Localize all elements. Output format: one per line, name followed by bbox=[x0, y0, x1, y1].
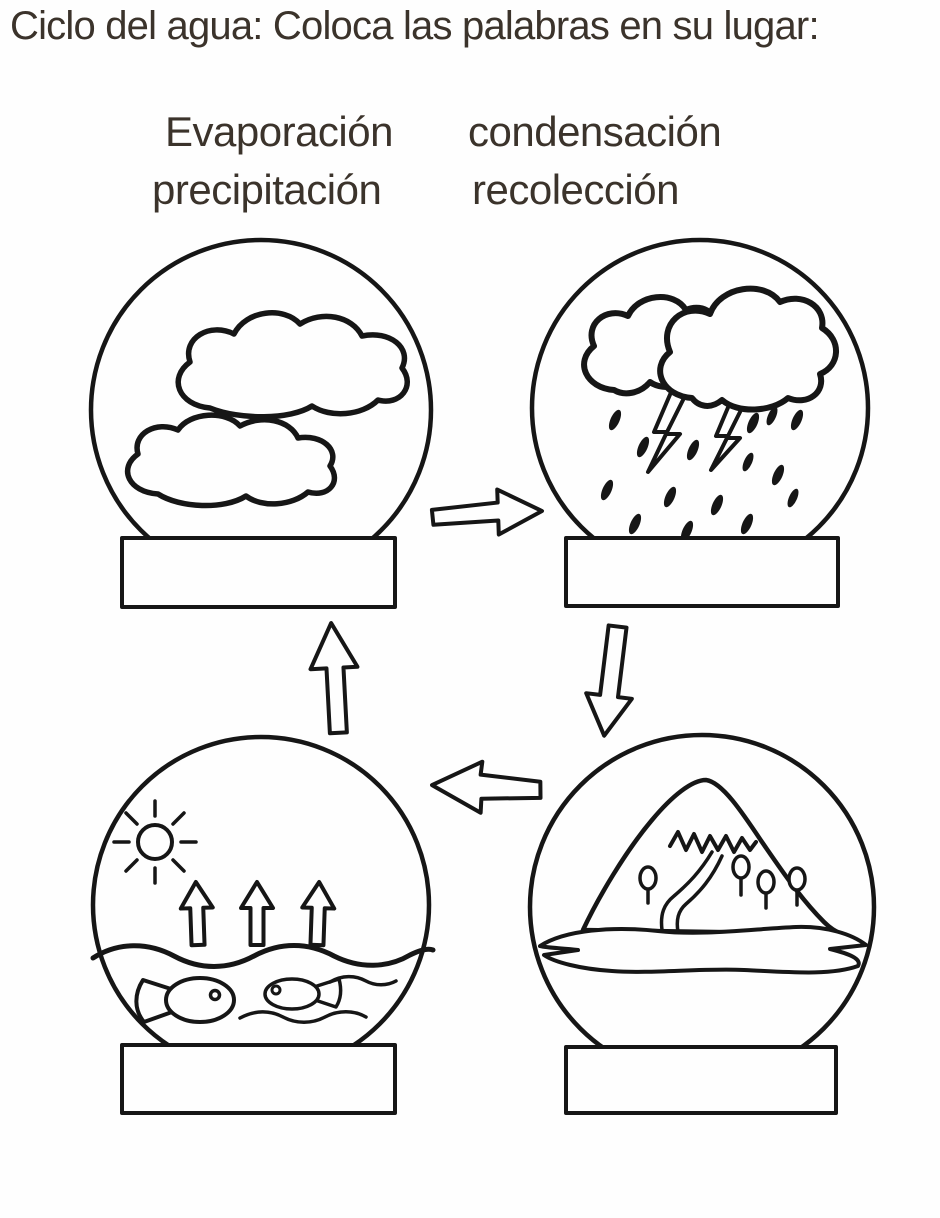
raindrop-icon bbox=[710, 494, 724, 516]
snow-cap-line bbox=[668, 830, 758, 854]
raindrop-icon bbox=[790, 409, 804, 431]
wave-icon bbox=[328, 974, 398, 987]
tree-icon bbox=[756, 869, 776, 910]
globe-circle bbox=[529, 237, 871, 579]
raindrop-icon bbox=[686, 439, 700, 461]
cycle-arrow-right-icon bbox=[429, 487, 545, 537]
raindrop-icon bbox=[787, 488, 799, 508]
answer-box-recoleccion[interactable] bbox=[564, 1045, 838, 1115]
raindrop-icon bbox=[766, 406, 778, 426]
evaporation-arrow-icon bbox=[300, 880, 337, 948]
word-bank-recoleccion: recolección bbox=[472, 166, 679, 213]
water-surface-line bbox=[90, 943, 436, 969]
clouds-globe bbox=[88, 237, 434, 609]
cycle-arrow-up-icon bbox=[308, 621, 360, 736]
raindrop-icon bbox=[746, 412, 760, 434]
wave-icon bbox=[238, 1010, 368, 1024]
raindrop-icon bbox=[608, 409, 622, 431]
mountain-collection-globe bbox=[527, 732, 877, 1115]
cloud-icon bbox=[175, 310, 410, 420]
word-bank-condensacion: condensación bbox=[468, 108, 722, 155]
tree-icon bbox=[731, 854, 751, 897]
raindrops bbox=[600, 406, 804, 542]
evaporation-arrow-icon bbox=[178, 880, 215, 948]
page-title: Ciclo del agua: Coloca las palabras en s… bbox=[10, 4, 820, 48]
raindrop-icon bbox=[663, 486, 677, 508]
word-bank-precipitacion: precipitación bbox=[152, 166, 382, 213]
tree-icon bbox=[787, 866, 807, 907]
answer-box-evaporacion[interactable] bbox=[120, 1043, 397, 1115]
lightning-icon bbox=[646, 388, 688, 474]
lake-icon bbox=[538, 924, 868, 975]
word-bank-evaporacion: Evaporación bbox=[165, 108, 393, 155]
rain-storm-globe bbox=[529, 237, 871, 608]
storm-cloud-icon bbox=[657, 285, 839, 413]
fish-icon bbox=[263, 977, 343, 1011]
cycle-arrow-down-icon bbox=[584, 623, 634, 738]
answer-box-condensacion[interactable] bbox=[120, 536, 397, 609]
cloud-icon bbox=[124, 412, 338, 509]
fish-icon bbox=[134, 976, 236, 1024]
river-line bbox=[675, 854, 724, 934]
tree-icon bbox=[638, 865, 658, 905]
raindrop-icon bbox=[636, 436, 650, 458]
cycle-arrow-left-icon bbox=[430, 759, 543, 815]
evaporation-ocean-globe bbox=[90, 734, 436, 1115]
raindrop-icon bbox=[740, 513, 754, 535]
answer-box-precipitacion[interactable] bbox=[564, 536, 840, 608]
evaporation-arrow-icon bbox=[239, 880, 275, 947]
river-line bbox=[659, 850, 714, 932]
sun-icon bbox=[112, 799, 198, 885]
raindrop-icon bbox=[600, 479, 614, 501]
raindrop-icon bbox=[742, 452, 754, 472]
raindrop-icon bbox=[771, 464, 785, 486]
raindrop-icon bbox=[628, 513, 642, 535]
